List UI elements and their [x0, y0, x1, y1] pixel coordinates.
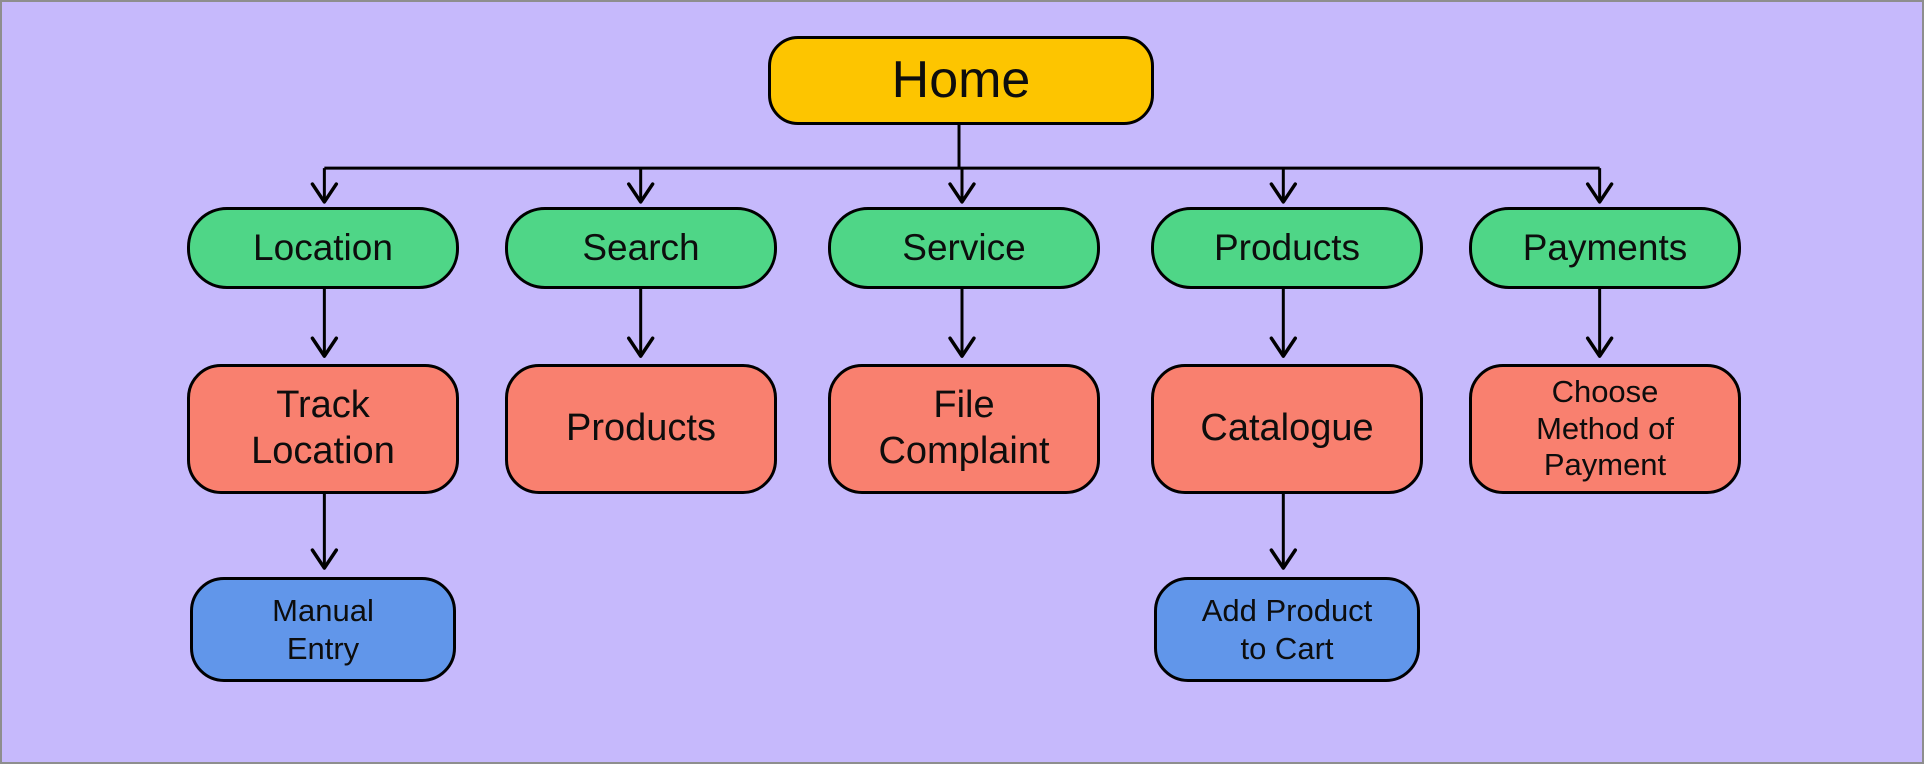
node-location: Location [187, 207, 459, 289]
node-products: Products [1151, 207, 1423, 289]
node-search: Search [505, 207, 777, 289]
node-home: Home [768, 36, 1154, 125]
node-payments: Payments [1469, 207, 1741, 289]
node-add-product-to-cart: Add Product to Cart [1154, 577, 1420, 682]
node-choose-method-of-payment: Choose Method of Payment [1469, 364, 1741, 494]
node-manual-entry: Manual Entry [190, 577, 456, 682]
node-search-products: Products [505, 364, 777, 494]
node-file-complaint: File Complaint [828, 364, 1100, 494]
node-service: Service [828, 207, 1100, 289]
node-catalogue: Catalogue [1151, 364, 1423, 494]
node-track-location: Track Location [187, 364, 459, 494]
